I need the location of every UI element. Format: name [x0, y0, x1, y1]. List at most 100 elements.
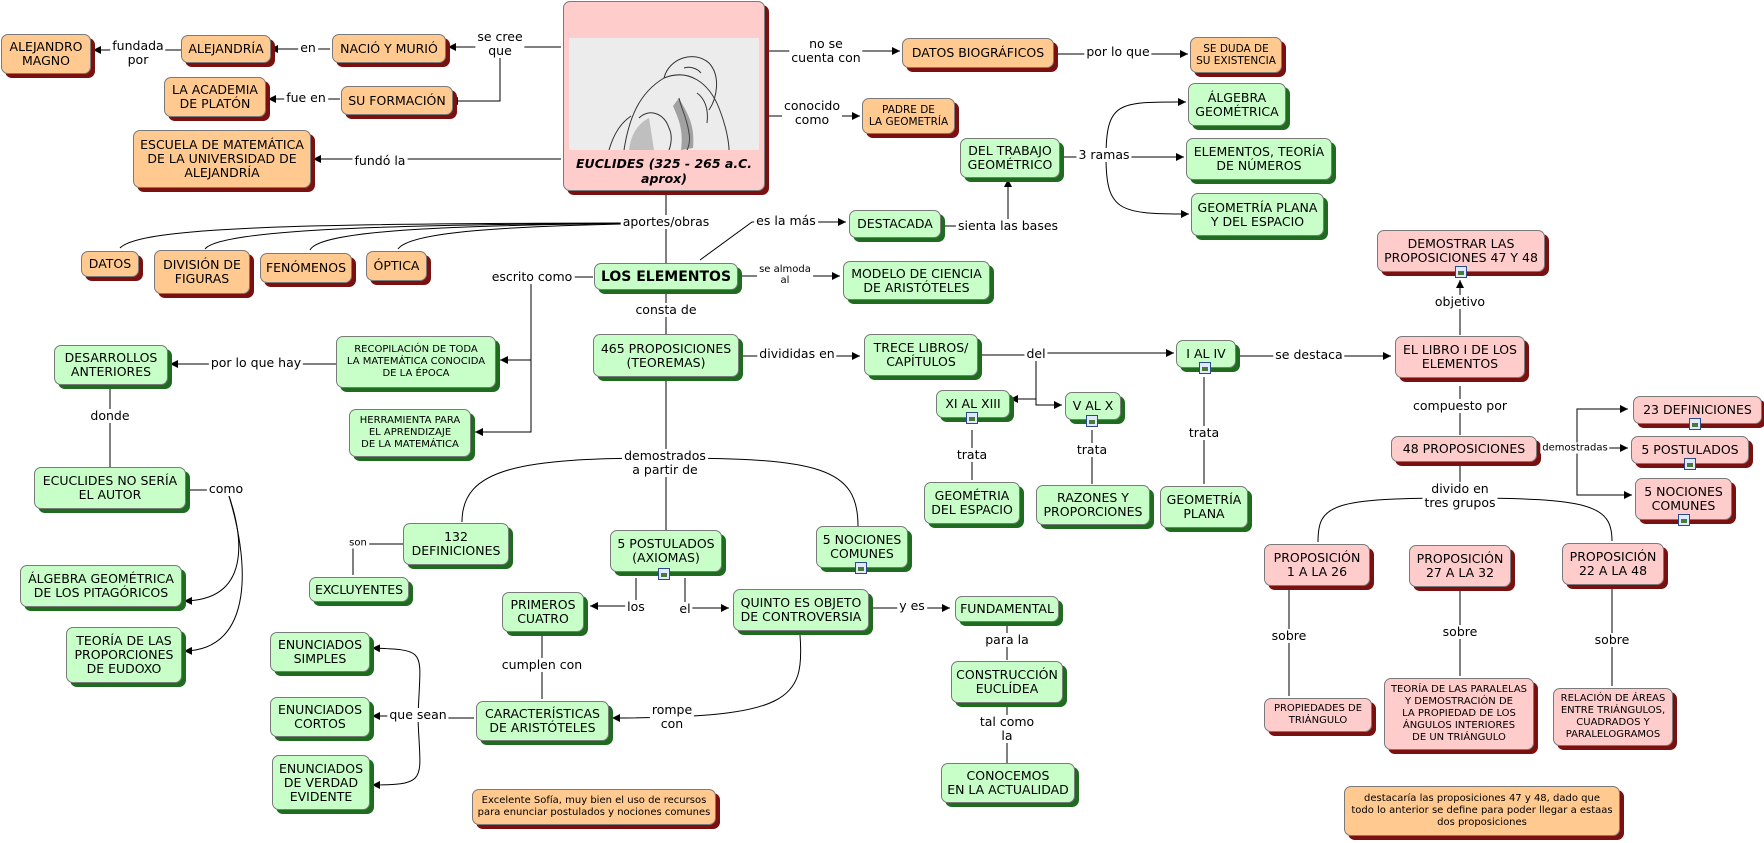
label-en: en [298, 40, 318, 55]
node-demostrar-47-48: DEMOSTRAR LAS PROPOSICIONES 47 Y 48 [1377, 230, 1545, 272]
label-sobre-3: sobre [1592, 632, 1632, 647]
node-modelo-ciencia: MODELO DE CIENCIA DE ARISTÓTELES [843, 261, 990, 300]
label-consta-de: consta de [633, 302, 699, 317]
node-5-nociones: 5 NOCIONES COMUNES [816, 526, 908, 568]
node-5-nociones-libro: 5 NOCIONES COMUNES [1635, 478, 1732, 520]
node-propiedades-triangulo: PROPIEDADES DE TRIÁNGULO [1264, 698, 1372, 732]
node-geometria-espacio: GEOMÉTRIA DEL ESPACIO [924, 482, 1020, 524]
node-primeros-cuatro: PRIMEROS CUATRO [502, 592, 584, 632]
node-elementos-teoria: ELEMENTOS, TEORÍA DE NÚMEROS [1186, 138, 1332, 180]
node-algebra-geometrica: ÁLGEBRA GEOMÉTRICA [1188, 83, 1286, 126]
node-su-formacion: SU FORMACIÓN [341, 86, 453, 115]
label-sobre-1: sobre [1269, 628, 1309, 643]
node-construccion-euclidea: CONSTRUCCIÓN EUCLÍDEA [951, 661, 1063, 703]
label-fue-en: fue en [284, 90, 328, 105]
node-48-proposiciones: 48 PROPOSICIONES [1391, 436, 1537, 462]
node-prop-27-32: PROPOSICIÓN 27 A LA 32 [1409, 545, 1511, 587]
label-demostrados-a-partir-de: demostrados a partir de [622, 448, 708, 477]
label-sienta-bases: sienta las bases [955, 218, 1061, 233]
label-trata-xi: trata [954, 447, 990, 462]
node-desarrollos-anteriores: DESARROLLOS ANTERIORES [54, 345, 168, 385]
node-fenomenos: FENÓMENOS [260, 253, 352, 283]
image-resource-icon[interactable] [1086, 415, 1098, 427]
node-destacada: DESTACADA [849, 210, 941, 238]
node-enunciados-verdad: ENUNCIADOS DE VERDAD EVIDENTE [272, 755, 370, 810]
image-resource-icon[interactable] [658, 568, 670, 580]
node-los-elementos: LOS ELEMENTOS [594, 263, 738, 290]
node-teoria-paralelas: TEORÍA DE LAS PARALELAS Y DEMOSTRACIÓN D… [1384, 678, 1534, 750]
label-es-la-mas: es la más [754, 213, 818, 228]
image-resource-icon[interactable] [1684, 458, 1696, 470]
node-caracteristicas-aristoteles: CARACTERÍSTICAS DE ARISTÓTELES [476, 701, 609, 741]
node-geometria-plana: GEOMETRÍA PLANA [1160, 486, 1248, 528]
label-trata-i: trata [1186, 425, 1222, 440]
image-resource-icon[interactable] [855, 562, 867, 574]
node-razones-proporciones: RAZONES Y PROPORCIONES [1036, 485, 1150, 525]
node-prop-1-26: PROPOSICIÓN 1 A LA 26 [1264, 544, 1370, 586]
label-fundo-la: fundó la [352, 153, 408, 168]
node-prop-22-48: PROPOSICIÓN 22 A LA 48 [1562, 543, 1664, 585]
euclides-caption: EUCLIDES (325 - 265 a.C. aprox) [576, 156, 752, 186]
label-se-destaca: se destaca [1273, 347, 1345, 362]
node-alejandria: ALEJANDRÍA [181, 35, 271, 63]
comment-destacaria: destacaría las proposiciones 47 y 48, da… [1344, 786, 1620, 836]
image-resource-icon[interactable] [1199, 362, 1211, 374]
label-tal-como-la: tal como la [977, 714, 1037, 743]
label-como: como [206, 481, 246, 496]
label-por-lo-que: por lo que [1084, 44, 1152, 59]
node-enunciados-simples: ENUNCIADOS SIMPLES [270, 632, 370, 672]
label-los: los [625, 599, 647, 614]
node-fundamental: FUNDAMENTAL [955, 596, 1059, 622]
node-trece-libros: TRECE LIBROS/ CAPÍTULOS [864, 334, 978, 376]
label-por-lo-que-hay: por lo que hay [208, 355, 304, 370]
label-fundada-por: fundada por [110, 38, 166, 67]
label-aportes-obras: aportes/obras [620, 214, 712, 229]
node-datos-biograficos: DATOS BIOGRÁFICOS [902, 38, 1054, 68]
node-euclides: EUCLIDES (325 - 265 a.C. aprox) [563, 1, 765, 191]
label-el: el [677, 601, 693, 616]
node-enunciados-cortos: ENUNCIADOS CORTOS [270, 697, 370, 737]
node-escuela-matematica: ESCUELA DE MATEMÁTICA DE LA UNIVERSIDAD … [133, 130, 311, 188]
node-datos: DATOS [81, 251, 139, 277]
node-quinto-controversia: QUINTO ES OBJETO DE CONTROVERSIA [733, 589, 869, 631]
image-resource-icon[interactable] [1678, 514, 1690, 526]
node-optica: ÓPTICA [366, 251, 427, 281]
node-conocemos-actualidad: CONOCEMOS EN LA ACTUALIDAD [941, 763, 1075, 803]
label-se-cree-que: se cree que [475, 29, 525, 58]
node-division-figuras: DIVISIÓN DE FIGURAS [154, 250, 250, 294]
image-resource-icon[interactable] [966, 412, 978, 424]
node-23-definiciones: 23 DEFINICIONES [1633, 396, 1762, 424]
node-herramienta: HERRAMIENTA PARA EL APRENDIZAJE DE LA MA… [349, 409, 471, 457]
label-donde: donde [88, 408, 132, 423]
label-sobre-2: sobre [1440, 624, 1480, 639]
node-relacion-areas: RELACIÓN DE ÁREAS ENTRE TRIÁNGULOS, CUAD… [1553, 688, 1673, 746]
comment-sofia: Excelente Sofía, muy bien el uso de recu… [472, 789, 716, 825]
label-y-es: y es [897, 598, 927, 613]
euclides-portrait [569, 38, 759, 150]
label-que-sean: que sean [387, 707, 449, 722]
label-escrito-como: escrito como [489, 269, 575, 284]
label-demostradas: demostradas [1540, 442, 1610, 454]
label-compuesto-por: compuesto por [1410, 398, 1510, 413]
image-resource-icon[interactable] [1689, 418, 1701, 430]
label-divididas-en: divididas en [757, 346, 837, 361]
label-no-se-cuenta: no se cuenta con [789, 36, 863, 65]
node-geometria-plana-espacio: GEOMETRÍA PLANA Y DEL ESPACIO [1191, 193, 1324, 236]
node-132-definiciones: 132 DEFINICIONES [403, 523, 509, 565]
node-excluyentes: EXCLUYENTES [309, 577, 409, 602]
node-del-trabajo: DEL TRABAJO GEOMÉTRICO [960, 138, 1060, 178]
node-euclides-no-autor: ECUCLIDES NO SERÍA EL AUTOR [34, 467, 186, 509]
node-libro-i: EL LIBRO I DE LOS ELEMENTOS [1395, 336, 1525, 378]
node-alejandro-magno: ALEJANDRO MAGNO [1, 34, 91, 74]
node-academia-platon: LA ACADEMIA DE PLATÓN [164, 77, 266, 117]
node-algebra-pitagoricos: ÁLGEBRA GEOMÉTRICA DE LOS PITAGÓRICOS [20, 565, 182, 607]
label-del: del [1024, 346, 1048, 361]
label-objetivo: objetivo [1432, 294, 1488, 309]
node-se-duda: SE DUDA DE SU EXISTENCIA [1190, 37, 1282, 73]
node-5-postulados: 5 POSTULADOS (AXIOMAS) [610, 530, 722, 572]
label-son: son [347, 537, 369, 549]
label-divido-tres-grupos: divido en tres grupos [1422, 481, 1498, 510]
image-resource-icon[interactable] [1455, 266, 1467, 278]
node-recopilacion: RECOPILACIÓN DE TODA LA MATEMÁTICA CONOC… [336, 336, 496, 388]
label-3-ramas: 3 ramas [1076, 147, 1132, 162]
